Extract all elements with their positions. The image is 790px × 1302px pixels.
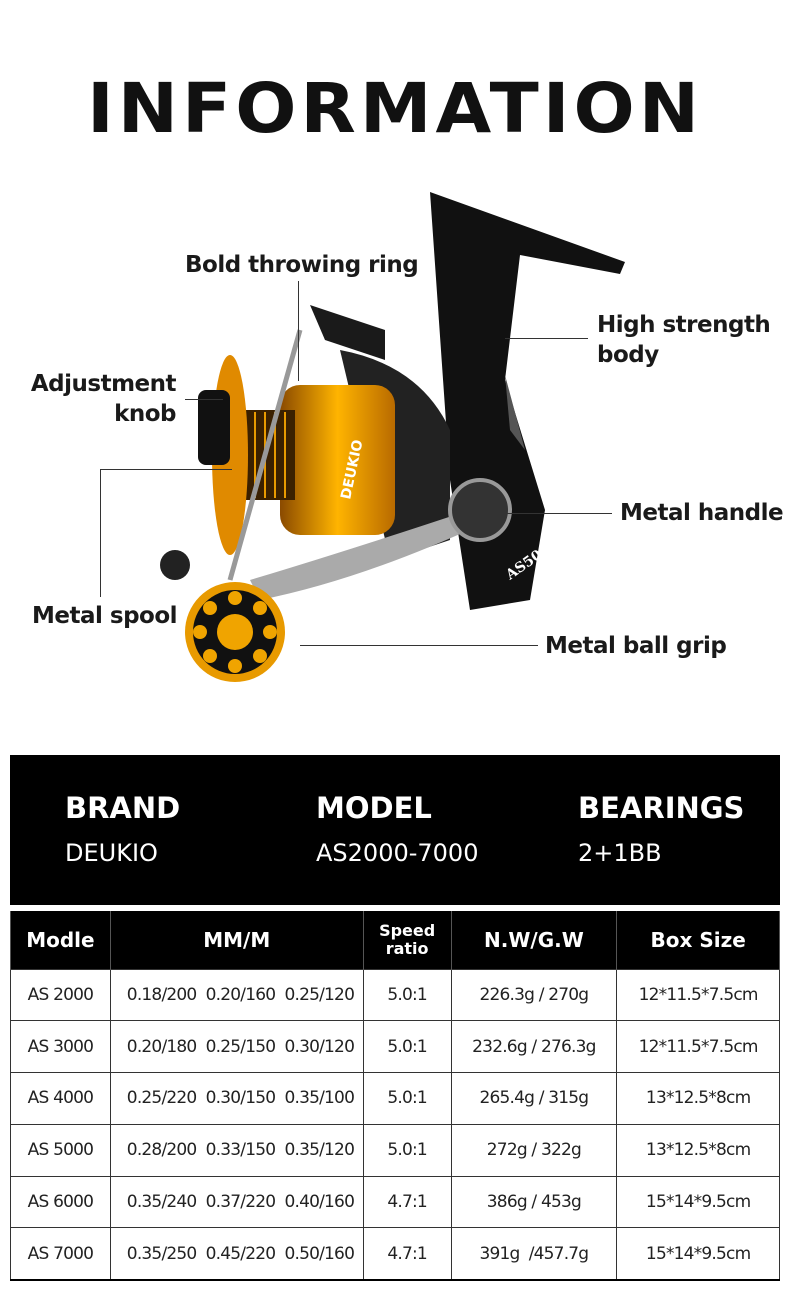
header-text: ratio bbox=[385, 938, 429, 958]
cell-box-size: 12*11.5*7.5cm bbox=[616, 1020, 780, 1074]
fishing-reel-image: DEUKIO AS5000 bbox=[160, 192, 625, 682]
callout-throwing-ring: Bold throwing ring bbox=[185, 252, 419, 278]
cell-model: AS 7000 bbox=[10, 1227, 111, 1281]
spec-label: MODEL bbox=[316, 791, 432, 825]
callout-metal-handle: Metal handle bbox=[620, 500, 784, 526]
header-weight: N.W/G.W bbox=[450, 911, 618, 969]
handle-arm bbox=[250, 510, 480, 600]
cell-mm-m: 0.35/250 0.45/220 0.50/160 bbox=[109, 1227, 364, 1281]
spool bbox=[280, 385, 395, 535]
cell-box-size: 13*12.5*8cm bbox=[616, 1072, 780, 1125]
cell-speed-ratio: 4.7:1 bbox=[362, 1175, 452, 1229]
spec-model: MODEL AS2000-7000 bbox=[316, 791, 478, 867]
cell-weight: 226.3g / 270g bbox=[450, 968, 618, 1022]
cell-mm-m: 0.35/240 0.37/220 0.40/160 bbox=[109, 1175, 364, 1229]
cell-weight: 232.6g / 276.3g bbox=[450, 1020, 618, 1074]
spec-summary-panel: BRAND DEUKIO MODEL AS2000-7000 BEARINGS 2+1… bbox=[10, 755, 780, 905]
cell-box-size: 15*14*9.5cm bbox=[616, 1227, 780, 1281]
header-box-size: Box Size bbox=[616, 911, 780, 969]
cell-box-size: 15*14*9.5cm bbox=[616, 1175, 780, 1229]
spec-bearings: BEARINGS 2+1BB bbox=[578, 791, 744, 867]
cell-model: AS 5000 bbox=[10, 1123, 111, 1177]
callout-text: Adjustment bbox=[30, 371, 177, 397]
adjustment-knob bbox=[198, 390, 230, 465]
cell-weight: 272g / 322g bbox=[450, 1123, 618, 1177]
cell-mm-m: 0.20/180 0.25/150 0.30/120 bbox=[109, 1020, 364, 1074]
page-title: INFORMATION bbox=[86, 68, 704, 148]
cell-model: AS 2000 bbox=[10, 968, 111, 1022]
callout-metal-ball-grip: Metal ball grip bbox=[545, 633, 727, 659]
spec-label: BRAND bbox=[65, 791, 181, 825]
spec-value: AS2000-7000 bbox=[316, 839, 479, 867]
spec-brand: BRAND DEUKIO bbox=[65, 791, 180, 867]
cell-speed-ratio: 4.7:1 bbox=[362, 1227, 452, 1281]
cell-model: AS 6000 bbox=[10, 1175, 111, 1229]
header-text: Speed bbox=[379, 920, 436, 940]
callout-metal-spool: Metal spool bbox=[32, 603, 178, 629]
cell-weight: 391g /457.7g bbox=[450, 1227, 618, 1281]
cell-weight: 386g / 453g bbox=[450, 1175, 618, 1229]
callout-adjustment-knob: Adjustment knob bbox=[30, 369, 177, 429]
cell-speed-ratio: 5.0:1 bbox=[362, 1072, 452, 1125]
spec-label: BEARINGS bbox=[578, 791, 745, 825]
callout-text: High strength bbox=[597, 312, 771, 338]
cell-model: AS 4000 bbox=[10, 1072, 111, 1125]
callout-high-strength-body: High strength body bbox=[597, 310, 771, 370]
callout-text: body bbox=[597, 342, 659, 368]
spec-value: DEUKIO bbox=[65, 839, 158, 867]
cell-mm-m: 0.25/220 0.30/150 0.35/100 bbox=[109, 1072, 364, 1125]
reel-body bbox=[430, 192, 625, 610]
cell-box-size: 12*11.5*7.5cm bbox=[616, 968, 780, 1022]
cell-mm-m: 0.18/200 0.20/160 0.25/120 bbox=[109, 968, 364, 1022]
cell-model: AS 3000 bbox=[10, 1020, 111, 1074]
cell-mm-m: 0.28/200 0.33/150 0.35/120 bbox=[109, 1123, 364, 1177]
header-mm-m: MM/M bbox=[109, 911, 364, 969]
spec-value: 2+1BB bbox=[578, 839, 662, 867]
cell-box-size: 13*12.5*8cm bbox=[616, 1123, 780, 1177]
cell-weight: 265.4g / 315g bbox=[450, 1072, 618, 1125]
cell-speed-ratio: 5.0:1 bbox=[362, 1020, 452, 1074]
header-model: Modle bbox=[10, 911, 111, 969]
cell-speed-ratio: 5.0:1 bbox=[362, 1123, 452, 1177]
cell-speed-ratio: 5.0:1 bbox=[362, 968, 452, 1022]
callout-text: knob bbox=[114, 401, 176, 427]
